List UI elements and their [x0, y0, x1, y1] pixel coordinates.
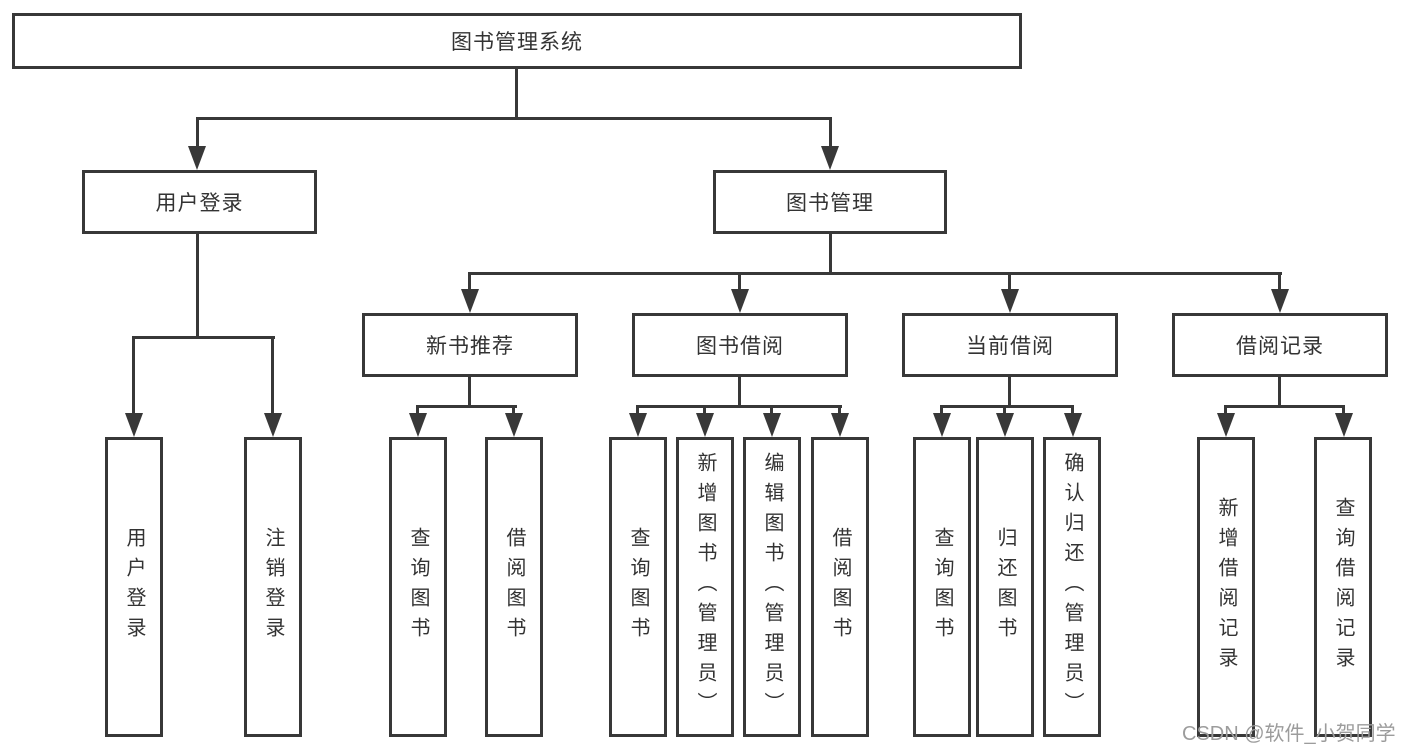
- node-user-login: 用户登录: [82, 170, 317, 234]
- connector-drop-leaf: [770, 405, 773, 417]
- csdn-watermark: CSDN @软件_小贺同学: [1182, 723, 1396, 745]
- arrow-down-icon: [409, 413, 427, 437]
- arrow-down-icon: [461, 289, 479, 313]
- arrow-down-icon: [264, 413, 282, 437]
- leaf-add-book-admin: 新增图书（管理员）: [676, 437, 734, 737]
- arrow-down-icon: [1335, 413, 1353, 437]
- leaf-add-borrow-record: 新增借阅记录: [1197, 437, 1255, 737]
- arrow-down-icon: [188, 146, 206, 170]
- node-borrow-record-label: 借阅记录: [1236, 335, 1324, 358]
- connector-drop-leaf: [703, 405, 706, 417]
- connector-drop-level3: [738, 272, 741, 292]
- leaf-return-book: 归还图书: [976, 437, 1034, 737]
- arrow-down-icon: [831, 413, 849, 437]
- arrow-down-icon: [696, 413, 714, 437]
- connector-level3-bus: [468, 272, 1282, 275]
- node-book-mgmt-label: 图书管理: [786, 192, 874, 215]
- node-borrow-record: 借阅记录: [1172, 313, 1388, 377]
- leaf-borrow-query-book-label: 查询图书: [627, 527, 649, 647]
- connector-book-borrow-bus: [636, 405, 842, 408]
- arrow-down-icon: [933, 413, 951, 437]
- node-book-borrow-label: 图书借阅: [696, 335, 784, 358]
- arrow-down-icon: [505, 413, 523, 437]
- node-root: 图书管理系统: [12, 13, 1022, 69]
- arrow-down-icon: [731, 289, 749, 313]
- connector-drop-leaf: [416, 405, 419, 417]
- node-root-label: 图书管理系统: [451, 31, 583, 54]
- arrow-down-icon: [996, 413, 1014, 437]
- connector-drop-level3: [1278, 272, 1281, 292]
- arrow-down-icon: [1217, 413, 1235, 437]
- leaf-borrow-query-book: 查询图书: [609, 437, 667, 737]
- leaf-return-book-label: 归还图书: [994, 527, 1016, 647]
- arrow-down-icon: [821, 146, 839, 170]
- connector-book-mgmt-stub: [829, 234, 832, 275]
- leaf-logout: 注销登录: [244, 437, 302, 737]
- connector-new-book-bus: [416, 405, 517, 408]
- arrow-down-icon: [1064, 413, 1082, 437]
- leaf-current-query-book: 查询图书: [913, 437, 971, 737]
- leaf-add-book-admin-label: 新增图书（管理员）: [694, 452, 716, 722]
- arrow-down-icon: [763, 413, 781, 437]
- node-book-mgmt: 图书管理: [713, 170, 947, 234]
- connector-drop-leaf: [1003, 405, 1006, 417]
- connector-current-borrow-stub: [1008, 377, 1011, 407]
- node-current-borrow: 当前借阅: [902, 313, 1118, 377]
- leaf-confirm-return-admin: 确认归还（管理员）: [1043, 437, 1101, 737]
- leaf-rec-query-book: 查询图书: [389, 437, 447, 737]
- node-new-book-rec-label: 新书推荐: [426, 335, 514, 358]
- connector-drop-level3: [1008, 272, 1011, 292]
- leaf-logout-label: 注销登录: [262, 527, 284, 647]
- connector-drop-leaf: [271, 336, 274, 415]
- leaf-query-borrow-record-label: 查询借阅记录: [1332, 497, 1354, 677]
- connector-book-borrow-stub: [738, 377, 741, 407]
- connector-drop-book-mgmt: [829, 117, 832, 150]
- connector-user-login-bus: [132, 336, 275, 339]
- leaf-edit-book-admin-label: 编辑图书（管理员）: [761, 452, 783, 722]
- connector-level2-bus: [196, 117, 832, 120]
- connector-drop-leaf: [940, 405, 943, 417]
- leaf-rec-borrow-book-label: 借阅图书: [503, 527, 525, 647]
- arrow-down-icon: [1001, 289, 1019, 313]
- connector-current-borrow-bus: [940, 405, 1074, 408]
- connector-drop-leaf: [1342, 405, 1345, 417]
- connector-borrow-record-stub: [1278, 377, 1281, 407]
- connector-borrow-record-bus: [1224, 405, 1345, 408]
- connector-drop-leaf: [838, 405, 841, 417]
- node-new-book-rec: 新书推荐: [362, 313, 578, 377]
- leaf-add-borrow-record-label: 新增借阅记录: [1215, 497, 1237, 677]
- connector-root-stub: [515, 69, 518, 119]
- leaf-user-login-label: 用户登录: [123, 527, 145, 647]
- leaf-edit-book-admin: 编辑图书（管理员）: [743, 437, 801, 737]
- node-current-borrow-label: 当前借阅: [966, 335, 1054, 358]
- connector-drop-leaf: [132, 336, 135, 415]
- leaf-rec-borrow-book: 借阅图书: [485, 437, 543, 737]
- leaf-borrow-book: 借阅图书: [811, 437, 869, 737]
- connector-drop-leaf: [636, 405, 639, 417]
- node-book-borrow: 图书借阅: [632, 313, 848, 377]
- connector-drop-user-login: [196, 117, 199, 150]
- connector-new-book-stub: [468, 377, 471, 407]
- connector-drop-leaf: [512, 405, 515, 417]
- arrow-down-icon: [629, 413, 647, 437]
- leaf-query-borrow-record: 查询借阅记录: [1314, 437, 1372, 737]
- connector-drop-leaf: [1071, 405, 1074, 417]
- node-user-login-label: 用户登录: [155, 192, 244, 215]
- arrow-down-icon: [125, 413, 143, 437]
- leaf-rec-query-book-label: 查询图书: [407, 527, 429, 647]
- connector-drop-leaf: [1224, 405, 1227, 417]
- leaf-borrow-book-label: 借阅图书: [829, 527, 851, 647]
- leaf-current-query-book-label: 查询图书: [931, 527, 953, 647]
- leaf-confirm-return-admin-label: 确认归还（管理员）: [1061, 452, 1083, 722]
- arrow-down-icon: [1271, 289, 1289, 313]
- connector-user-login-stub: [196, 234, 199, 338]
- connector-drop-level3: [468, 272, 471, 292]
- leaf-user-login: 用户登录: [105, 437, 163, 737]
